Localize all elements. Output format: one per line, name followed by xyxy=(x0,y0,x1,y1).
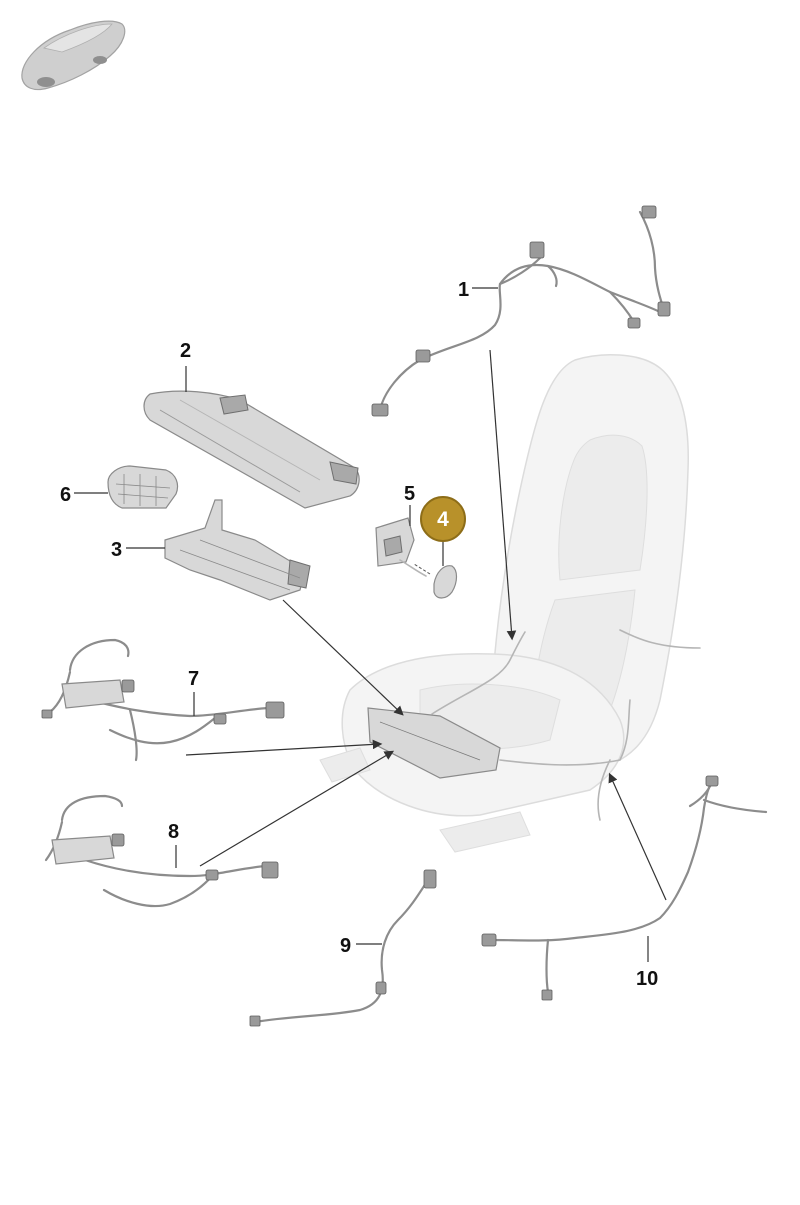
part-label-8[interactable]: 8 xyxy=(168,821,179,843)
seat-wiring xyxy=(431,629,701,821)
part-3-bracket[interactable] xyxy=(164,499,311,601)
part-8-harness[interactable] xyxy=(44,794,279,908)
part-label-4: 4 xyxy=(437,508,449,531)
part-label-7[interactable]: 7 xyxy=(188,668,199,690)
part-label-9[interactable]: 9 xyxy=(340,935,351,957)
part-label-3[interactable]: 3 xyxy=(111,539,122,561)
part-2-control-unit[interactable] xyxy=(143,390,360,509)
part-4-knob[interactable] xyxy=(413,563,458,599)
car-silhouette-icon[interactable] xyxy=(21,20,126,91)
seat-module xyxy=(367,707,501,779)
part-9-loom[interactable] xyxy=(249,869,437,1027)
part-5-switch[interactable] xyxy=(375,517,427,577)
part-label-6[interactable]: 6 xyxy=(60,484,71,506)
highlight-badge-4[interactable]: 4 xyxy=(420,496,466,542)
seat-illustration xyxy=(319,354,689,853)
part-10-harness[interactable] xyxy=(481,775,768,1001)
leader-lines xyxy=(74,287,667,962)
part-label-5[interactable]: 5 xyxy=(404,483,415,505)
part-label-2[interactable]: 2 xyxy=(180,340,191,362)
part-label-10[interactable]: 10 xyxy=(636,968,658,990)
part-1-harness[interactable] xyxy=(371,205,671,417)
part-labels: 1 2 3 5 6 7 8 9 10 xyxy=(60,279,658,990)
part-7-harness[interactable] xyxy=(41,638,285,762)
part-label-1[interactable]: 1 xyxy=(458,279,469,301)
part-6-cover[interactable] xyxy=(107,465,179,509)
